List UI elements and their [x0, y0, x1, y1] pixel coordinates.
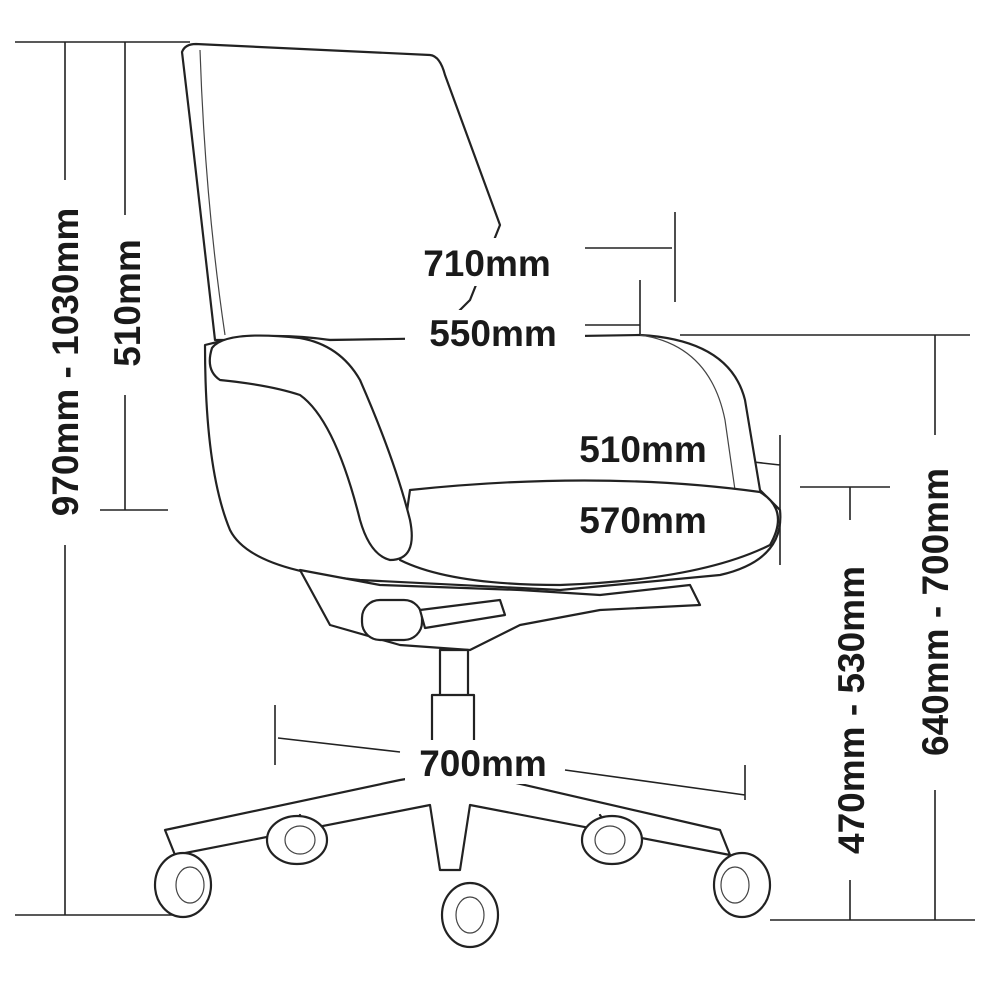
chair-illustration — [153, 42, 782, 949]
armrest-height-label: 640mm - 700mm — [915, 468, 956, 756]
backrest-height-label: 510mm — [107, 239, 148, 367]
base-diameter-label: 700mm — [419, 743, 547, 784]
dimension-labels: 970mm - 1030mm 510mm 710mm 550mm 510mm 5… — [38, 180, 957, 880]
overall-width-label: 710mm — [423, 243, 551, 284]
casters — [153, 814, 772, 949]
star-base — [163, 768, 732, 872]
seat-cushion — [398, 479, 780, 587]
seat-height-label: 470mm - 530mm — [831, 566, 872, 854]
overall-height-label: 970mm - 1030mm — [45, 208, 86, 517]
gas-lift-upper — [438, 648, 470, 702]
seat-back-width-label: 550mm — [429, 313, 557, 354]
seat-width-label: 570mm — [579, 500, 707, 541]
armrest — [208, 334, 413, 562]
tilt-knob — [360, 598, 424, 642]
backrest — [180, 42, 502, 342]
seat-depth-label: 510mm — [579, 429, 707, 470]
